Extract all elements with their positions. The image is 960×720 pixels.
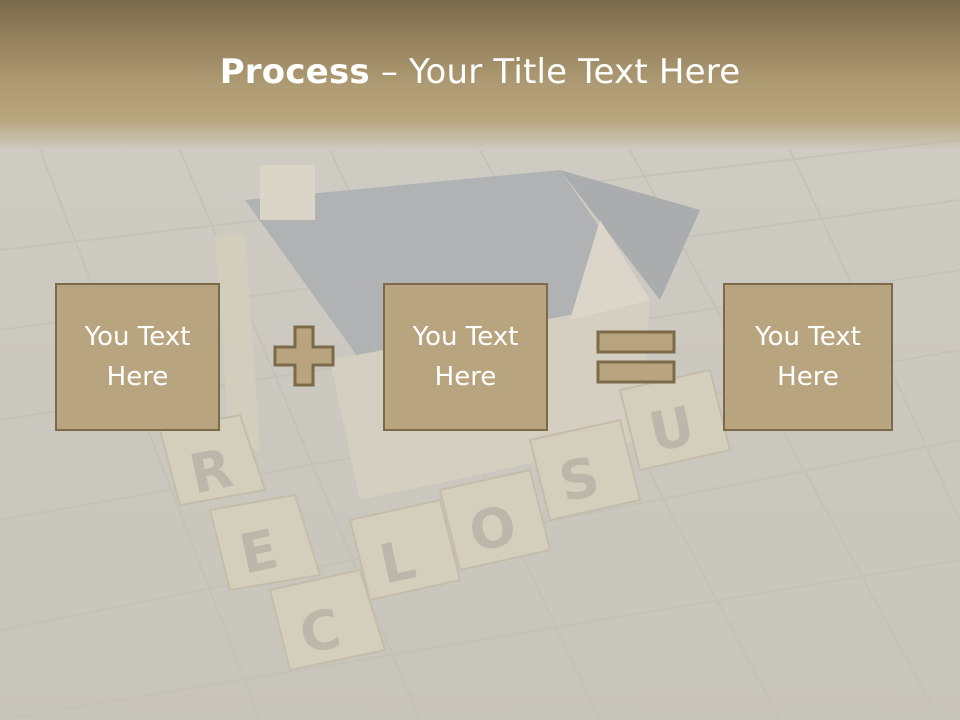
process-box-text: You Text Here xyxy=(85,317,191,397)
equals-icon xyxy=(596,330,676,384)
title-bold: Process xyxy=(219,52,370,92)
plus-icon xyxy=(273,325,335,387)
process-box-text: You Text Here xyxy=(413,317,519,397)
box-line-1: You Text xyxy=(412,322,519,352)
box-line-1: You Text xyxy=(84,322,191,352)
process-box-text: You Text Here xyxy=(755,317,861,397)
process-box-2[interactable]: You Text Here xyxy=(383,283,548,431)
box-line-1: You Text xyxy=(755,322,861,352)
process-box-3[interactable]: You Text Here xyxy=(723,283,893,431)
title-text: – Your Title Text Here xyxy=(369,52,741,92)
title-bar xyxy=(0,0,960,150)
box-line-2: Here xyxy=(777,362,839,392)
box-line-2: Here xyxy=(434,362,497,392)
slide-title: Process – Your Title Text Here xyxy=(0,52,960,92)
process-box-1[interactable]: You Text Here xyxy=(55,283,220,431)
box-line-2: Here xyxy=(106,362,169,392)
